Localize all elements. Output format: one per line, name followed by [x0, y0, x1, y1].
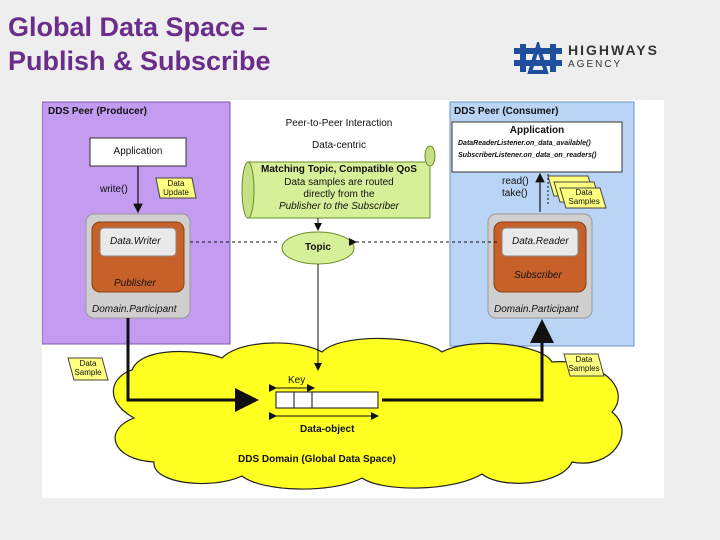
- consumer-application-label: Application: [509, 125, 565, 136]
- consumer-domain-participant-label: Domain.Participant: [494, 304, 579, 315]
- data-writer-label: Data.Writer: [110, 236, 161, 247]
- data-object-cell: [311, 391, 379, 409]
- logo-text-agency: AGENCY: [568, 59, 623, 70]
- title-line-1: Global Data Space –: [8, 12, 268, 42]
- read-call-label: read(): [502, 176, 529, 187]
- scroll-title-label: Matching Topic, Compatible QoS: [261, 164, 417, 175]
- consumer-header: DDS Peer (Consumer): [454, 106, 559, 117]
- write-call-label: write(): [100, 184, 128, 195]
- producer-application-label: Application: [113, 146, 163, 157]
- p2p-label: Peer-to-Peer Interaction: [285, 118, 393, 129]
- dds-domain-label: DDS Domain (Global Data Space): [238, 454, 396, 465]
- key-label: Key: [288, 375, 306, 386]
- subscriber-label: Subscriber: [514, 270, 562, 281]
- scroll-line3-label: Publisher to the Subscriber: [278, 201, 400, 212]
- diagram-canvas: DDS Peer (Producer) Application write() …: [42, 100, 664, 498]
- logo-text-highways: HIGHWAYS: [568, 42, 659, 58]
- key-cell-2: [293, 391, 313, 409]
- data-update-note: [155, 177, 197, 199]
- diagram-graphics: [42, 101, 635, 490]
- consumer-application-box: [451, 121, 623, 173]
- producer-application-box: [89, 137, 187, 167]
- scroll-line2-label: directly from the: [303, 189, 375, 200]
- data-sample-left-note: [67, 357, 109, 381]
- title-line-2: Publish & Subscribe: [8, 46, 271, 76]
- data-writer-box: [99, 227, 177, 257]
- publisher-label: Publisher: [114, 278, 156, 289]
- dds-domain-cloud: [112, 337, 623, 490]
- data-reader-box: [501, 227, 579, 257]
- listener1-label: DataReaderListener.on_data_available(): [458, 140, 591, 147]
- scroll-line1-label: Data samples are routed: [284, 177, 394, 188]
- highways-logo-icon: [514, 42, 562, 74]
- take-call-label: take(): [502, 188, 528, 199]
- data-samples-note: [559, 187, 607, 209]
- key-cell-1: [275, 391, 295, 409]
- highways-agency-logo: HIGHWAYS AGENCY: [512, 42, 672, 74]
- listener2-label: SubscriberListener.on_data_on_readers(): [458, 152, 597, 159]
- data-object-label: Data-object: [300, 424, 355, 435]
- data-sample-right-note: [563, 353, 605, 377]
- data-reader-label: Data.Reader: [512, 236, 569, 247]
- topic-label: Topic: [305, 242, 331, 253]
- producer-domain-participant-label: Domain.Participant: [92, 304, 177, 315]
- data-centric-label: Data-centric: [312, 140, 366, 151]
- producer-header: DDS Peer (Producer): [48, 106, 147, 117]
- slide-title: Global Data Space – Publish & Subscribe: [8, 10, 271, 78]
